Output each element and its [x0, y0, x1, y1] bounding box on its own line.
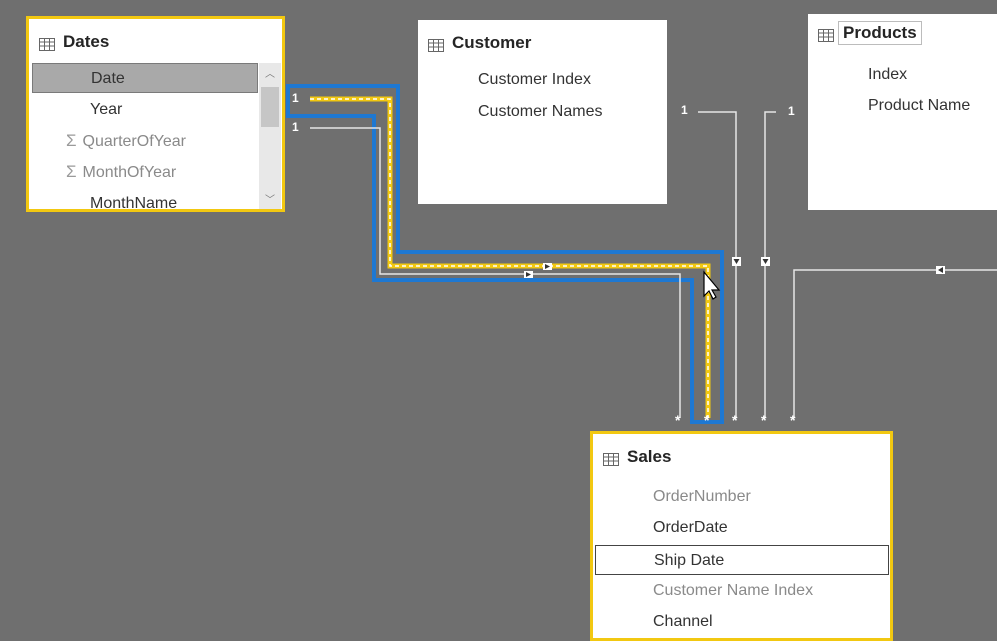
- field-orderdate[interactable]: OrderDate: [653, 519, 728, 536]
- table-title: Customer: [452, 33, 532, 52]
- field-monthname[interactable]: MonthName: [90, 195, 178, 212]
- cardinality-one-label: 1: [292, 120, 299, 134]
- relationship-highlight-outline: [286, 84, 724, 424]
- table-title: Sales: [627, 447, 672, 466]
- cardinality-one-label: 1: [788, 104, 795, 118]
- field-customer-name-index[interactable]: Customer Name Index: [653, 582, 814, 599]
- relationship-line-customer-sales[interactable]: [698, 111, 737, 418]
- table-grid-icon: [818, 27, 834, 42]
- table-grid-icon: [39, 36, 55, 51]
- field-products-index[interactable]: Index: [868, 66, 908, 83]
- field-ordernumber[interactable]: OrderNumber: [653, 488, 751, 505]
- sigma-icon: Σ: [66, 162, 77, 181]
- cardinality-one-label: 1: [292, 91, 299, 105]
- cardinality-many-label: *: [790, 412, 796, 428]
- table-header-dates[interactable]: Dates: [39, 31, 109, 53]
- field-customer-index[interactable]: Customer Index: [478, 71, 591, 88]
- table-grid-icon: [603, 451, 619, 466]
- table-title: Products: [838, 21, 922, 45]
- relationship-line-offscreen-sales[interactable]: [793, 269, 997, 418]
- cardinality-many-label: *: [704, 412, 710, 428]
- field-customer-names[interactable]: Customer Names: [478, 103, 603, 120]
- cardinality-many-label: *: [732, 412, 738, 428]
- table-header-customer[interactable]: Customer: [428, 32, 531, 54]
- field-channel[interactable]: Channel: [653, 613, 713, 630]
- cardinality-many-label: *: [761, 412, 767, 428]
- cardinality-many-label: *: [675, 412, 681, 428]
- cardinality-one-label: 1: [681, 103, 688, 117]
- relationship-line-dates-orderdate[interactable]: [310, 127, 681, 418]
- table-title: Dates: [63, 32, 110, 51]
- relationship-line-products-sales[interactable]: [764, 111, 776, 418]
- field-product-name[interactable]: Product Name: [868, 97, 971, 114]
- table-card-sales[interactable]: Sales OrderNumber OrderDate Ship Date Cu…: [590, 431, 893, 641]
- table-header-sales[interactable]: Sales: [603, 446, 671, 468]
- table-header-products[interactable]: Products: [818, 21, 922, 45]
- field-year[interactable]: Year: [90, 101, 123, 118]
- scrollbar-thumb[interactable]: [261, 87, 279, 127]
- table-grid-icon: [428, 37, 444, 52]
- sigma-icon: Σ: [66, 131, 77, 150]
- field-date[interactable]: Date: [32, 63, 258, 93]
- table-card-products[interactable]: Products Index Product Name: [808, 14, 997, 210]
- field-ship-date[interactable]: Ship Date: [595, 545, 889, 575]
- scroll-up-icon[interactable]: ︿: [265, 69, 275, 80]
- scroll-down-icon[interactable]: ﹀: [265, 195, 275, 206]
- mouse-pointer-icon: [703, 270, 721, 300]
- table-card-customer[interactable]: Customer Customer Index Customer Names: [418, 20, 667, 204]
- dates-scrollbar[interactable]: ︿ ﹀: [259, 63, 281, 209]
